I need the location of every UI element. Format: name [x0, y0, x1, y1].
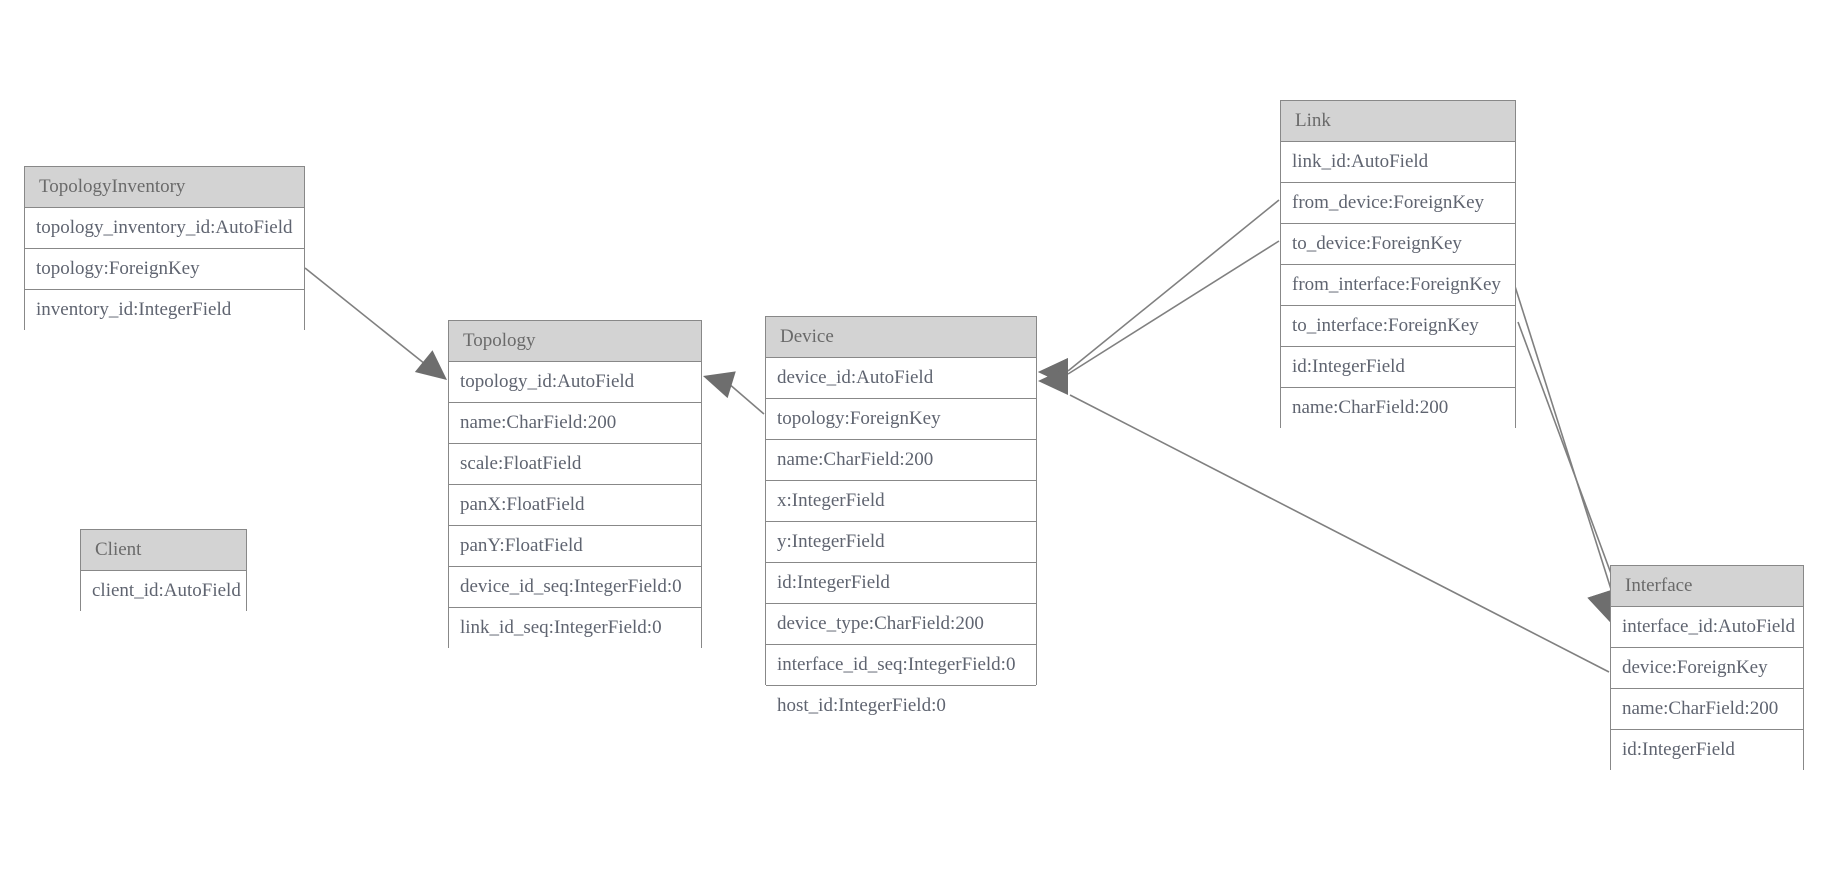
relationship-link-to_device-to-device: [1038, 240, 1280, 386]
entity-field-row[interactable]: link_id_seq:IntegerField:0: [449, 608, 701, 649]
entity-field-row[interactable]: to_interface:ForeignKey: [1281, 306, 1515, 347]
entity-field-row[interactable]: scale:FloatField: [449, 444, 701, 485]
entity-field-row[interactable]: name:CharField:200: [1611, 689, 1803, 730]
entity-field-row[interactable]: id:IntegerField: [766, 563, 1036, 604]
entity-field-row[interactable]: device_id_seq:IntegerField:0: [449, 567, 701, 608]
entity-field-row[interactable]: id:IntegerField: [1281, 347, 1515, 388]
relationship-line: [1067, 199, 1280, 372]
entity-field-row[interactable]: inventory_id:IntegerField: [25, 290, 304, 331]
relationship-link-to_interface-to-interface: [1517, 321, 1624, 622]
relationship-line: [304, 267, 426, 365]
entity-field-row[interactable]: interface_id_seq:IntegerField:0: [766, 645, 1036, 686]
entity-field-row[interactable]: device_id:AutoField: [766, 358, 1036, 399]
relationship-arrowhead: [703, 371, 736, 399]
entity-field-row[interactable]: topology_id:AutoField: [449, 362, 701, 403]
entity-field-row[interactable]: topology_inventory_id:AutoField: [25, 208, 304, 249]
entity-field-row[interactable]: y:IntegerField: [766, 522, 1036, 563]
entity-field-row[interactable]: device:ForeignKey: [1611, 648, 1803, 689]
entity-field-row[interactable]: link_id:AutoField: [1281, 142, 1515, 183]
entity-title: Device: [766, 317, 1036, 358]
relationship-line: [1067, 240, 1280, 375]
relationship-arrowhead: [1038, 367, 1068, 395]
entity-field-row[interactable]: panY:FloatField: [449, 526, 701, 567]
entity-field-row[interactable]: topology:ForeignKey: [766, 399, 1036, 440]
relationship-line: [1069, 394, 1610, 673]
entity-title: Topology: [449, 321, 701, 362]
entity-field-row[interactable]: x:IntegerField: [766, 481, 1036, 522]
entity-field-row[interactable]: id:IntegerField: [1611, 730, 1803, 771]
entity-title: TopologyInventory: [25, 167, 304, 208]
entity-field-row[interactable]: from_device:ForeignKey: [1281, 183, 1515, 224]
entity-field-row[interactable]: topology:ForeignKey: [25, 249, 304, 290]
entity-field-row[interactable]: device_type:CharField:200: [766, 604, 1036, 645]
entity-title: Link: [1281, 101, 1515, 142]
entity-field-row[interactable]: name:CharField:200: [449, 403, 701, 444]
relationship-line: [1512, 279, 1617, 606]
entity-field-row[interactable]: name:CharField:200: [766, 440, 1036, 481]
relationship-link-from_device-to-device: [1038, 199, 1280, 386]
entity-title: Interface: [1611, 566, 1803, 607]
entity-field-row[interactable]: host_id:IntegerField:0: [766, 686, 1036, 727]
entity-field-row[interactable]: interface_id:AutoField: [1611, 607, 1803, 648]
relationship-line: [727, 382, 765, 415]
relationship-arrowhead: [1038, 358, 1068, 386]
entity-title: Client: [81, 530, 246, 571]
relationship-device-to-topology: [703, 371, 765, 415]
entity-field-row[interactable]: panX:FloatField: [449, 485, 701, 526]
relationship-topologyinventory-to-topology: [304, 267, 447, 380]
relationship-arrowhead: [1038, 358, 1068, 386]
entity-field-row[interactable]: to_device:ForeignKey: [1281, 224, 1515, 265]
entity-field-row[interactable]: from_interface:ForeignKey: [1281, 265, 1515, 306]
relationship-link-from_interface-to-interface: [1512, 279, 1617, 622]
entity-field-row[interactable]: client_id:AutoField: [81, 571, 246, 612]
relationship-line: [1517, 321, 1624, 607]
entity-field-row[interactable]: name:CharField:200: [1281, 388, 1515, 429]
